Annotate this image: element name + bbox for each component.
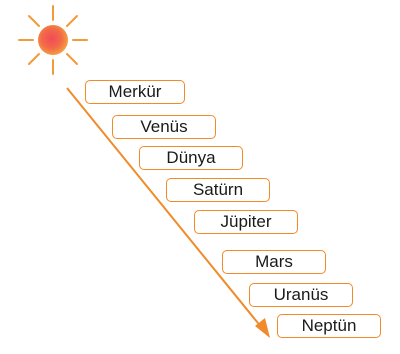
planet-box-mars: Mars (222, 250, 326, 274)
sun-rays (18, 5, 88, 75)
planet-box-merkur: Merkür (85, 80, 185, 104)
planet-box-saturn: Satürn (166, 178, 270, 202)
sun-icon (18, 5, 88, 75)
planet-box-dunya: Dünya (139, 146, 243, 170)
arrow-down-right-icon (66, 87, 270, 338)
planet-box-uranus: Uranüs (249, 283, 353, 307)
planet-box-venus: Venüs (112, 115, 216, 139)
planet-box-jupiter: Jüpiter (194, 210, 298, 234)
planet-box-neptun: Neptün (277, 314, 381, 338)
sun-disc (38, 25, 68, 55)
